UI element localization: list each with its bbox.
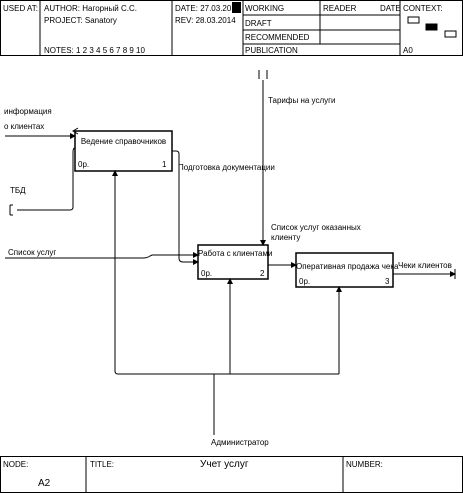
box-2-title: Работа с клиентами: [198, 249, 273, 258]
project-text: PROJECT: Sanatory: [44, 16, 117, 25]
box-3-title: Оперативная продажа чека: [296, 262, 399, 271]
arrow-label-client-checks: Чеки клиентов: [398, 261, 452, 270]
used-at-label: USED AT:: [3, 4, 38, 13]
box-3-cost: 0р.: [299, 277, 311, 286]
status-publication: PUBLICATION: [245, 46, 298, 55]
status-draft: DRAFT: [245, 19, 272, 28]
arrow-label-provided-1: Список услуг оказанных: [271, 223, 361, 232]
arrow-label-info-1: информация: [4, 107, 52, 116]
arrow-label-service-list: Список услуг: [8, 248, 57, 257]
date-text: DATE: 27.03.2014: [175, 4, 241, 13]
working-marker: [232, 2, 241, 13]
arrow-label-admin: Администратор: [211, 438, 269, 447]
context-node: A0: [403, 46, 413, 55]
arrow-label-tariffs: Тарифы на услуги: [268, 96, 336, 105]
context-box-3: [444, 30, 457, 38]
rev-text: REV: 28.03.2014: [175, 16, 236, 25]
box-2-cost: 0р.: [201, 269, 213, 278]
context-box-1: [407, 16, 420, 24]
reader-date-label: DATE: [380, 4, 401, 13]
box-1-number: 1: [162, 160, 167, 169]
author-text: AUTHOR: Нагорный С.С.: [44, 4, 137, 13]
box-3-outline: [295, 252, 394, 288]
number-label: NUMBER:: [346, 460, 383, 469]
arrow-label-provided-2: клиенту: [271, 233, 301, 242]
arrow-label-tbd: ТБД: [10, 186, 26, 195]
context-label: CONTEXT:: [403, 4, 443, 13]
title-label: TITLE:: [90, 460, 115, 469]
status-recommended: RECOMMENDED: [245, 33, 310, 42]
node-label: NODE:: [3, 460, 29, 469]
box-3-number: 3: [385, 277, 390, 286]
box-1-cost: 0р.: [78, 160, 90, 169]
arrow-label-doc-prep: Подготовка документации: [178, 163, 275, 172]
tunnel-top-bracket: [258, 70, 268, 79]
status-working: WORKING: [245, 4, 285, 13]
box-2-number: 2: [260, 269, 265, 278]
title-value: Учет услуг: [200, 459, 249, 470]
node-value: A2: [38, 478, 51, 489]
reader-label: READER: [323, 4, 357, 13]
context-box-2: [425, 23, 438, 31]
tunnel-tbd-bracket: [9, 204, 13, 216]
box-1-title: Ведение справочников: [80, 137, 167, 146]
notes-text: NOTES: 1 2 3 4 5 6 7 8 9 10: [44, 46, 145, 55]
arrow-label-info-2: о клиентах: [4, 122, 45, 131]
